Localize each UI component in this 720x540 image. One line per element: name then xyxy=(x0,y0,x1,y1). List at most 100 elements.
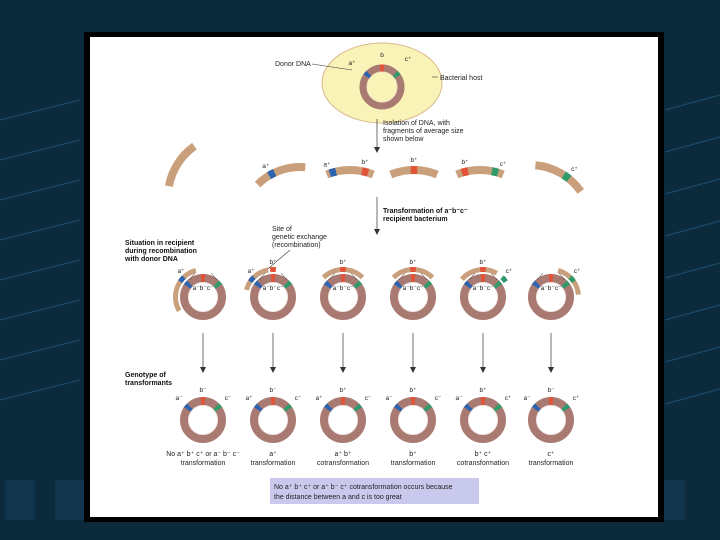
recipient-gene-b xyxy=(200,274,206,283)
transformant-gene-b-label: b⁻ xyxy=(547,387,555,394)
transformation-text-1: Transformation of a⁻b⁻c⁻ xyxy=(383,208,468,215)
transformant-gene-b-label: b⁺ xyxy=(339,387,347,394)
situation-text-2: during recombination xyxy=(125,248,197,255)
transformant-gene-c-label: c⁻ xyxy=(435,395,442,402)
transformant-caption-2: transformation xyxy=(181,460,226,467)
recipient-cell: b⁺a⁻b⁻c⁻ xyxy=(390,259,436,320)
isolation-text-3: shown below xyxy=(383,136,424,143)
recipient-gene-a xyxy=(323,280,333,289)
fragment-gene-c-label: c⁺ xyxy=(571,166,578,173)
cotransformation-diagram: a⁺bc⁺ Donor DNA Bacterial host Isolation… xyxy=(124,42,585,504)
recipient-inner-genotype: a⁻b⁻c⁻ xyxy=(193,285,214,292)
recipient-inner-genotype: a⁻b⁻c⁻ xyxy=(403,285,424,292)
fragment-gene-c-label: c⁺ xyxy=(500,161,507,168)
donor-dna-label: Donor DNA xyxy=(275,61,311,68)
donor-cell: a⁺bc⁺ Donor DNA Bacterial host xyxy=(275,42,482,124)
down-arrow xyxy=(340,333,346,373)
down-arrow xyxy=(200,333,206,373)
dna-fragment: b⁺ xyxy=(389,157,439,179)
donor-gene-c-label: c⁺ xyxy=(405,56,412,63)
site-exchange-text-3: (recombination) xyxy=(272,242,321,249)
transformant-gene-c-label: c⁻ xyxy=(225,395,232,402)
note-text-1: No a⁺ b⁺ c⁺ or a⁺ b⁻ c⁺ cotransformation… xyxy=(274,484,453,491)
site-exchange-text-1: Site of xyxy=(272,226,292,233)
transformant-gene-c xyxy=(423,403,433,412)
bacterial-host-label: Bacterial host xyxy=(440,75,482,82)
dna-fragment xyxy=(165,142,197,187)
down-arrow xyxy=(548,333,554,373)
recipient-cell: b⁺a⁻b⁻c⁻ xyxy=(320,259,366,320)
transformation-text-2: recipient bacterium xyxy=(383,216,448,223)
transformant-gene-a-label: a⁻ xyxy=(385,395,393,402)
transformant-caption-1: c⁺ xyxy=(547,451,555,458)
recipient-cell: b⁺c⁺a⁻b⁻c⁻ xyxy=(460,259,513,320)
transformant-gene-a xyxy=(253,403,263,412)
transformant-gene-b xyxy=(410,397,416,406)
transformant-gene-b xyxy=(340,397,346,406)
recipient-top-c-label: c⁺ xyxy=(506,268,513,275)
down-arrow xyxy=(480,333,486,373)
donor-fragment-overlay xyxy=(173,268,197,312)
transformant-gene-b-label: b⁺ xyxy=(409,387,417,394)
transformant-gene-b-label: b⁻ xyxy=(199,387,207,394)
transformant-gene-a xyxy=(463,403,473,412)
transformant-gene-b xyxy=(548,397,554,406)
dna-fragment: b⁺c⁺ xyxy=(455,159,507,179)
recipient-gene-b xyxy=(410,274,416,283)
transformant-cell: a⁻b⁻c⁻No a⁺ b⁺ c⁺ or a⁻ b⁻ c⁻transformat… xyxy=(166,387,240,467)
transformant-caption-1: a⁺ b⁺ xyxy=(334,451,351,458)
recipient-gene-b xyxy=(340,274,346,283)
process-arrow-transformation: Transformation of a⁻b⁻c⁻ recipient bacte… xyxy=(374,197,468,235)
recipient-cell: c⁺ a⁻b⁻c⁻ xyxy=(528,268,581,320)
recipient-inner-genotype: a⁻b⁻c⁻ xyxy=(333,285,354,292)
recipient-gene-b xyxy=(548,274,554,283)
recipient-top-c-label: c⁺ xyxy=(574,268,581,275)
recipient-gene-a xyxy=(183,280,193,289)
transformant-cell: a⁻b⁺c⁺b⁺ c⁺cotransformation xyxy=(455,387,511,467)
recipient-gene-c xyxy=(353,280,363,289)
recipient-gene-a xyxy=(463,280,473,289)
recipient-gene-c xyxy=(493,280,503,289)
donor-fragment-overlay xyxy=(244,267,269,291)
donor-gene-a xyxy=(363,70,372,79)
transformant-gene-c-label: c⁻ xyxy=(295,395,302,402)
transformant-caption-2: transformation xyxy=(529,460,574,467)
transformant-gene-c xyxy=(493,403,503,412)
transformant-arrows xyxy=(200,333,554,373)
recipient-top-b-label: b⁺ xyxy=(269,259,277,266)
transformant-gene-c-label: c⁺ xyxy=(505,395,512,402)
isolation-text-2: fragments of average size xyxy=(383,128,464,135)
transformant-gene-b-label: b⁺ xyxy=(479,387,487,394)
genotype-text-2: transformants xyxy=(125,380,172,387)
situation-text-3: with donor DNA xyxy=(124,256,178,263)
transformant-caption-1: b⁺ xyxy=(409,451,417,458)
transformant-cell: a⁻b⁻c⁺c⁺transformation xyxy=(523,387,579,467)
donor-dna-pointer xyxy=(311,63,353,71)
dna-fragment: a⁺ xyxy=(254,163,306,188)
recipient-gene-a xyxy=(393,280,403,289)
recipient-top-a-label: a⁺ xyxy=(177,268,185,275)
dna-fragment: c⁺ xyxy=(535,161,585,194)
transformant-caption-1: b⁺ c⁺ xyxy=(475,451,492,458)
recipient-inner-genotype: a⁻b⁻c⁻ xyxy=(541,285,562,292)
transformant-gene-c xyxy=(283,403,293,412)
recipient-inner-genotype: a⁻b⁻c⁻ xyxy=(263,285,284,292)
donor-gene-a-label: a⁺ xyxy=(348,60,356,67)
recipient-gene-c xyxy=(423,280,433,289)
recipient-inner-genotype: a⁻b⁻c⁻ xyxy=(473,285,494,292)
donor-fragment-overlay xyxy=(557,268,581,295)
recipient-gene-b xyxy=(270,274,276,283)
transformant-gene-b xyxy=(270,397,276,406)
recipient-gene-a xyxy=(531,280,541,289)
transformant-gene-a-label: a⁻ xyxy=(455,395,463,402)
bacterial-host-cell xyxy=(321,42,443,124)
isolation-text-1: Isolation of DNA, with xyxy=(383,120,450,127)
down-arrow xyxy=(410,333,416,373)
situation-text-1: Situation in recipient xyxy=(125,240,195,247)
transformant-caption-2: transformation xyxy=(251,460,296,467)
recipient-gene-c xyxy=(213,280,223,289)
situation-annotation: Situation in recipient during recombinat… xyxy=(124,240,197,263)
recipient-gene-a xyxy=(253,280,263,289)
transformant-caption-1: No a⁺ b⁺ c⁺ or a⁻ b⁻ c⁻ xyxy=(166,451,240,458)
fragment-gene-b-label: b⁺ xyxy=(361,159,369,166)
